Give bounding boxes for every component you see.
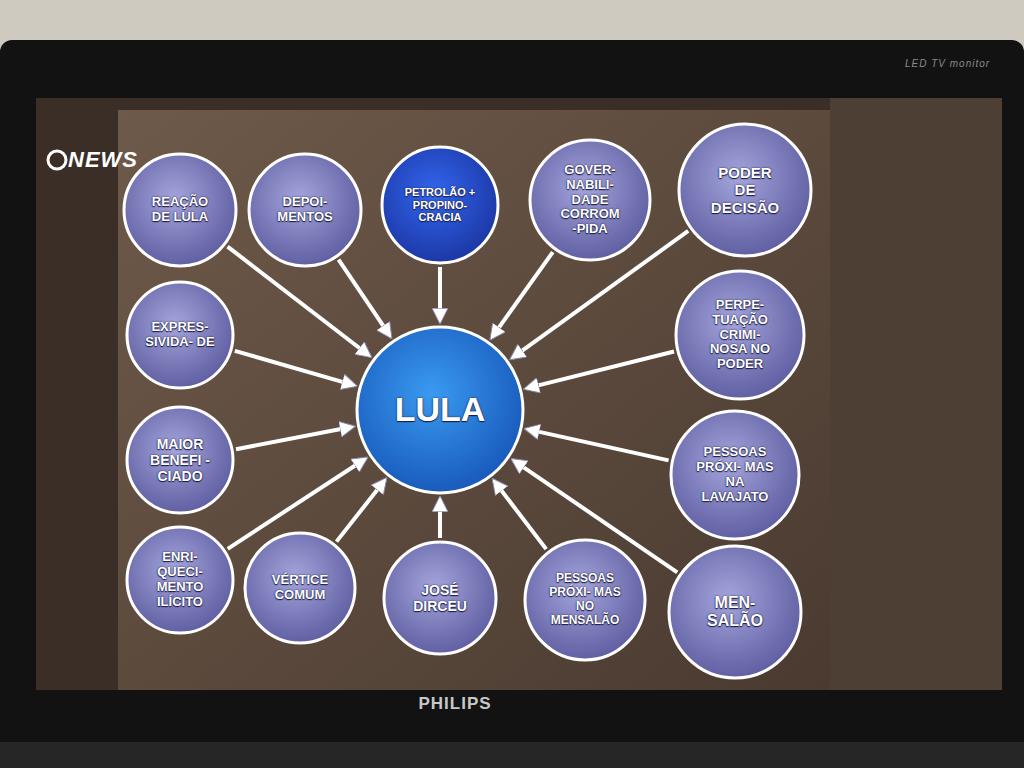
- topic-circle: VÉRTICE COMUM: [243, 531, 357, 645]
- topic-label: LULA: [395, 390, 486, 429]
- circle-shape: [249, 154, 361, 266]
- logo-ring: [48, 151, 66, 169]
- arrow-connector: [339, 260, 391, 337]
- circle-shape: [530, 140, 650, 260]
- topic-circle: PESSOAS PRÓXI- MAS NO MENSALÃO: [523, 538, 647, 662]
- topic-label: PETROLÃO + PROPINO- CRACIA: [404, 186, 476, 224]
- topic-label: GOVER- NABILI- DADE CORROM -PIDA: [557, 163, 623, 238]
- topic-circle: MEN- SALÃO: [667, 544, 803, 680]
- circle-shape: [127, 407, 233, 513]
- topic-label: JOSÉ DIRCEU: [405, 582, 475, 614]
- topic-label: PESSOAS PRÓXI- MAS NA LAVAJATO: [695, 445, 775, 505]
- arrow-connector: [438, 499, 442, 538]
- topic-circle: JOSÉ DIRCEU: [382, 540, 498, 656]
- arrow-connector: [336, 480, 385, 542]
- arrow-connector: [527, 429, 669, 460]
- screen-side: [830, 98, 1002, 690]
- circle-shape: [382, 147, 498, 263]
- topic-label: PERPE- TUAÇÃO CRIMI- NOSA NO PODER: [704, 298, 776, 373]
- topic-label: REAÇÃO DE LULA: [147, 195, 213, 225]
- topic-label: PODER DE DECISÃO: [709, 164, 781, 216]
- arrow-connector: [526, 351, 674, 388]
- circle-shape: [124, 154, 236, 266]
- tv-base-strip: [0, 742, 1024, 768]
- arrow-connector: [494, 481, 546, 549]
- brand-name: PHILIPS: [418, 694, 491, 714]
- topic-circle: GOVER- NABILI- DADE CORROM -PIDA: [528, 138, 652, 262]
- topic-label: EXPRES- SIVIDA- DE: [145, 320, 215, 350]
- topic-label: MEN- SALÃO: [702, 594, 768, 631]
- circle-shape: [679, 124, 811, 256]
- arrow-connector: [492, 252, 553, 337]
- topic-label: VÉRTICE COMUM: [265, 573, 335, 603]
- topic-label: DEPOI- MENTOS: [272, 195, 338, 225]
- topic-circle: DEPOI- MENTOS: [247, 152, 363, 268]
- model-label: LED TV monitor: [905, 58, 990, 69]
- topic-circle: EXPRES- SIVIDA- DE: [125, 280, 235, 390]
- topic-circle: PODER DE DECISÃO: [677, 122, 813, 258]
- slide-panel: [118, 110, 830, 690]
- tv-bezel: [0, 40, 1024, 768]
- topic-label: PESSOAS PRÓXI- MAS NO MENSALÃO: [544, 572, 626, 627]
- circle-shape: [357, 327, 523, 493]
- circle-shape: [127, 527, 233, 633]
- tv-screen: [36, 98, 1002, 690]
- circle-shape: [525, 540, 645, 660]
- topic-circle: LULA: [355, 325, 525, 495]
- topic-circle: PESSOAS PRÓXI- MAS NA LAVAJATO: [669, 409, 801, 541]
- circle-shape: [384, 542, 496, 654]
- topic-circle: PERPE- TUAÇÃO CRIMI- NOSA NO PODER: [674, 269, 806, 401]
- arrow-connector: [438, 267, 442, 321]
- topic-circle: PETROLÃO + PROPINO- CRACIA: [380, 145, 500, 265]
- topic-label: ENRI- QUECI- MENTO ILÍCITO: [147, 550, 213, 610]
- topic-circle: ENRI- QUECI- MENTO ILÍCITO: [125, 525, 235, 635]
- topic-label: MAIOR BENEFI -CIADO: [147, 436, 213, 484]
- topic-circle: REAÇÃO DE LULA: [122, 152, 238, 268]
- circle-shape: [676, 271, 804, 399]
- circle-shape: [245, 533, 355, 643]
- arrow-connector: [236, 427, 353, 449]
- circle-shape: [671, 411, 799, 539]
- circle-shape: [127, 282, 233, 388]
- arrow-connector: [235, 351, 355, 386]
- channel-logo: NEWS: [68, 147, 138, 173]
- topic-circle: MAIOR BENEFI -CIADO: [125, 405, 235, 515]
- circle-shape: [669, 546, 801, 678]
